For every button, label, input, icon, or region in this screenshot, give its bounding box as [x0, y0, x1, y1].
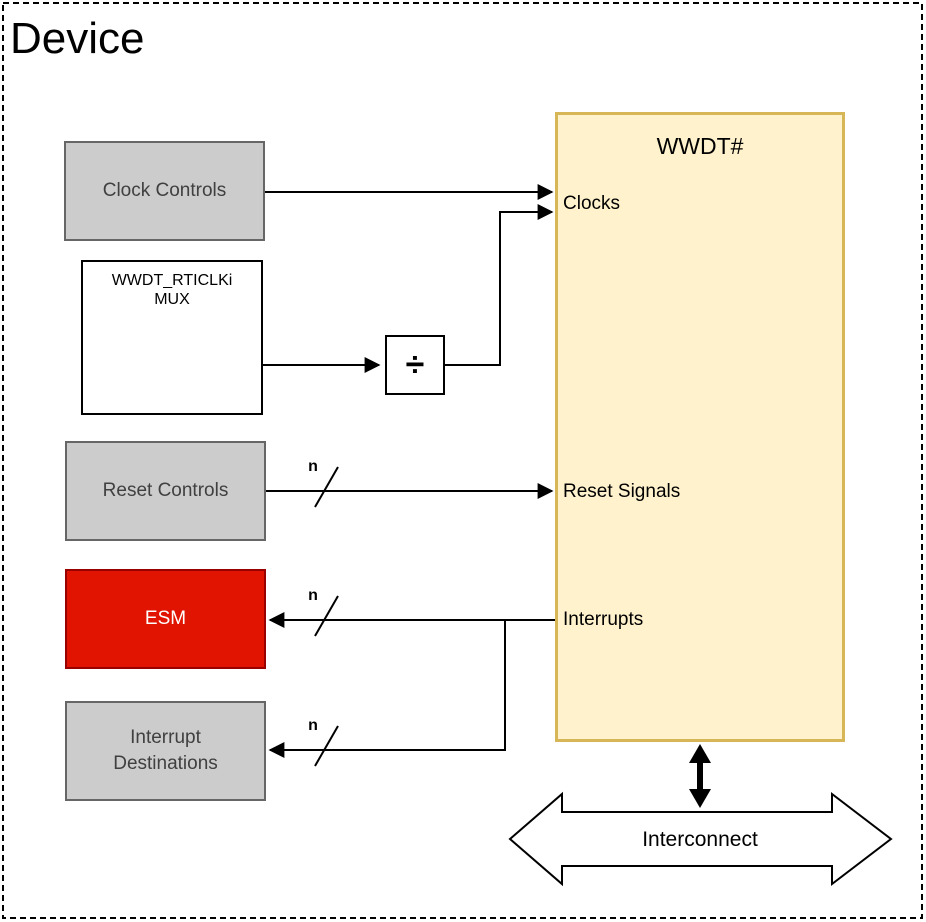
clock-controls-label: Clock Controls — [102, 180, 227, 201]
bus-width-slash-destinations — [314, 725, 339, 767]
wwdt-interconnect-arrow-down-head — [689, 789, 711, 808]
wwdt-port-interrupts: Interrupts — [563, 609, 644, 630]
bus-width-label-reset: n — [308, 458, 318, 475]
mux-label: WWDT_RTICLKi MUX — [112, 271, 233, 309]
wwdt-port-clocks: Clocks — [563, 193, 621, 214]
bus-width-label-destinations: n — [308, 717, 318, 734]
wwdt-interconnect-arrow — [689, 744, 711, 808]
wwdt-interconnect-arrow-up-head — [689, 744, 711, 763]
wwdt-block: WWDT# Clocks Reset Signals Interrupts — [555, 112, 845, 742]
reset-controls-block: Reset Controls — [65, 441, 266, 541]
interconnect-label: Interconnect — [642, 828, 758, 851]
wwdt-interrupt-to-destinations-connector — [268, 620, 506, 758]
esm-block: ESM — [65, 569, 266, 669]
esm-label: ESM — [144, 608, 187, 629]
bus-width-slash-reset — [314, 466, 339, 508]
mux-label-line1: WWDT_RTICLKi — [111, 272, 233, 289]
mux-label-line2: MUX — [154, 291, 190, 308]
device-label: Device — [10, 14, 145, 63]
wwdt-title: WWDT# — [656, 133, 744, 159]
mux-block: WWDT_RTICLKi MUX — [81, 260, 263, 415]
divided-clock-to-wwdt-connector — [445, 204, 554, 366]
interrupt-destinations-block: Interrupt Destinations — [65, 701, 266, 801]
interrupt-destinations-label: Interrupt Destinations — [113, 727, 218, 774]
interconnect-arrow — [508, 791, 893, 887]
divide-icon: ÷ — [405, 345, 425, 384]
reset-controls-label: Reset Controls — [102, 480, 229, 501]
bus-width-slash-esm — [314, 595, 339, 637]
clock-controls-block: Clock Controls — [64, 141, 265, 241]
clock-divider-block: ÷ — [385, 335, 445, 395]
wwdt-port-reset-signals: Reset Signals — [563, 481, 681, 502]
bus-width-label-esm: n — [308, 587, 318, 604]
